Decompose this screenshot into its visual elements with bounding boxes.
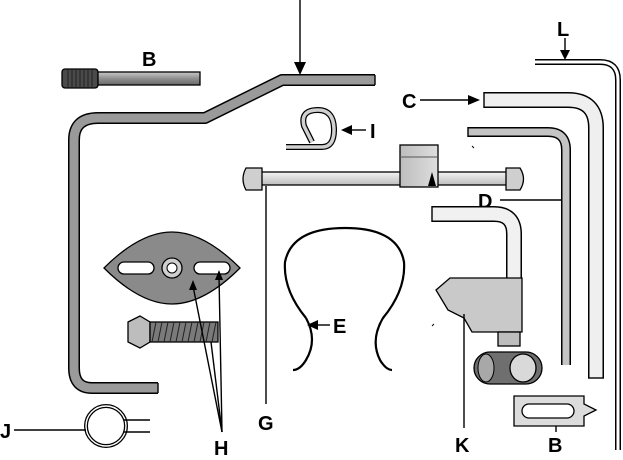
spring-clip [283, 226, 406, 372]
pointer-l [560, 38, 570, 60]
label-c: C [402, 91, 416, 113]
bent-bar [68, 74, 376, 394]
l-rod-c [483, 92, 604, 379]
split-ring [84, 404, 150, 448]
top-pointer-arrow [294, 0, 306, 75]
l-rod-d [467, 127, 571, 365]
label-j: J [0, 421, 11, 443]
hook-pin [286, 106, 338, 150]
label-h: H [214, 438, 228, 460]
pointer-e [307, 320, 330, 330]
label-i: I [370, 121, 376, 143]
pointer-i [341, 125, 366, 135]
label-b-top: B [142, 49, 156, 71]
knurled-pin [61, 68, 201, 89]
slotted-plate [513, 395, 598, 427]
label-k: K [455, 435, 470, 457]
label-b-bottom: B [548, 435, 562, 457]
label-l: L [557, 19, 569, 41]
diamond-plate [103, 231, 241, 305]
pointer-c [420, 95, 480, 105]
long-l-rod [535, 59, 621, 450]
locking-tool [431, 206, 543, 385]
pointer-h [189, 270, 223, 433]
label-e: E [333, 316, 346, 338]
label-g: G [258, 413, 274, 435]
t-bar-tool [242, 144, 525, 191]
stray-marks [431, 145, 475, 327]
